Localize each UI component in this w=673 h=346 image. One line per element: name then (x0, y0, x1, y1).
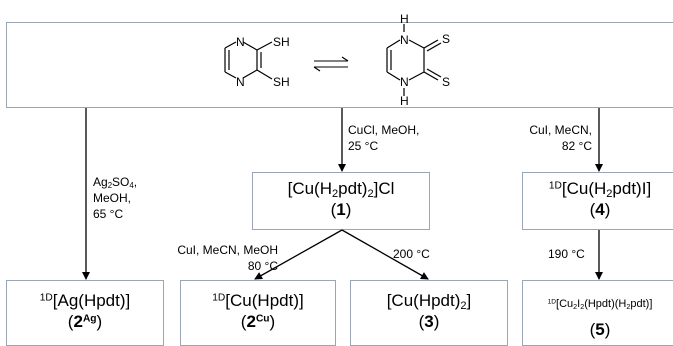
compound-3: [Cu(Hpdt)2] (3) (350, 290, 508, 332)
dithiol-sh-top: SH (273, 35, 290, 49)
conditions-cui-right-line-2: 82 °C (561, 139, 592, 153)
dithiol-n-top: N (236, 35, 245, 49)
compound-1-formula: [Cu(H2pdt)2]Cl (287, 179, 395, 200)
conditions-cucl-line-1: CuCl, MeOH, (348, 123, 420, 137)
dithiol-sh-bottom: SH (273, 75, 290, 89)
compound-4-box (522, 172, 673, 230)
conditions-cui-mid-line-2: 80 °C (247, 259, 278, 273)
conditions-190: 190 °C (548, 247, 585, 261)
compound-2ag-number: (2Ag) (67, 312, 103, 331)
compound-5-number: (5) (589, 320, 611, 339)
compound-4-number: (4) (589, 200, 611, 219)
compound-2cu: 1D[Cu(Hpdt)] (2Cu) (180, 290, 336, 332)
dithione-h-top: H (400, 12, 409, 26)
compound-2ag-box (6, 280, 164, 346)
dithione-n-bottom: N (400, 75, 409, 89)
arrow-to-2cu (254, 229, 343, 280)
conditions-cucl-line-2: 25 °C (348, 139, 379, 153)
compound-4: 1D[Cu(H2pdt)I] (4) (522, 178, 673, 220)
compound-3-formula: [Cu(Hpdt)2] (386, 291, 472, 312)
conditions-200: 200 °C (393, 247, 430, 261)
equilibrium-arrows-icon (313, 56, 349, 72)
conditions-ag-line-1: Ag2SO4, (93, 175, 138, 190)
compound-1-number: (1) (330, 200, 352, 219)
conditions-cui-mid-line-1: CuI, MeCN, MeOH (177, 243, 278, 257)
dithione-n-top: N (400, 33, 409, 47)
arrow-to-3 (341, 229, 429, 280)
conditions-cucl: CuCl, MeOH, 25 °C (348, 122, 419, 154)
compound-5-formula: 1D[Cu2I2(Hpdt)(H2pdt)] (547, 298, 653, 311)
conditions-cui-right: CuI, MeCN, 82 °C (510, 122, 592, 154)
conditions-cui-right-line-1: CuI, MeCN, (529, 123, 592, 137)
dithiol-structure (224, 41, 273, 80)
compound-2cu-box (180, 280, 336, 346)
conditions-ag-line-2: MeOH, (93, 191, 132, 205)
conditions-cui-mid: CuI, MeCN, MeOH 80 °C (168, 242, 278, 274)
dithione-s-bottom: S (442, 75, 450, 89)
dithione-structure (386, 24, 442, 96)
dithione-h-bottom: H (400, 94, 409, 108)
compound-5: 1D[Cu2I2(Hpdt)(H2pdt)] (5) (522, 294, 673, 340)
compound-2cu-number: (2Cu) (240, 312, 276, 331)
starting-material-box (6, 22, 673, 108)
compound-2cu-formula: 1D[Cu(Hpdt)] (212, 291, 304, 310)
conditions-ag: Ag2SO4, MeOH, 65 °C (93, 174, 137, 222)
compound-3-number: (3) (418, 312, 440, 331)
compound-2ag: 1D[Ag(Hpdt)] (2Ag) (6, 290, 164, 332)
compound-1-box (252, 172, 430, 230)
dithiol-n-bottom: N (236, 75, 245, 89)
conditions-ag-line-3: 65 °C (93, 207, 124, 221)
dithione-s-top: S (442, 32, 450, 46)
compound-2ag-formula: 1D[Ag(Hpdt)] (39, 291, 131, 310)
compound-1: [Cu(H2pdt)2]Cl (1) (252, 178, 430, 220)
compound-4-formula: 1D[Cu(H2pdt)I] (548, 179, 652, 200)
